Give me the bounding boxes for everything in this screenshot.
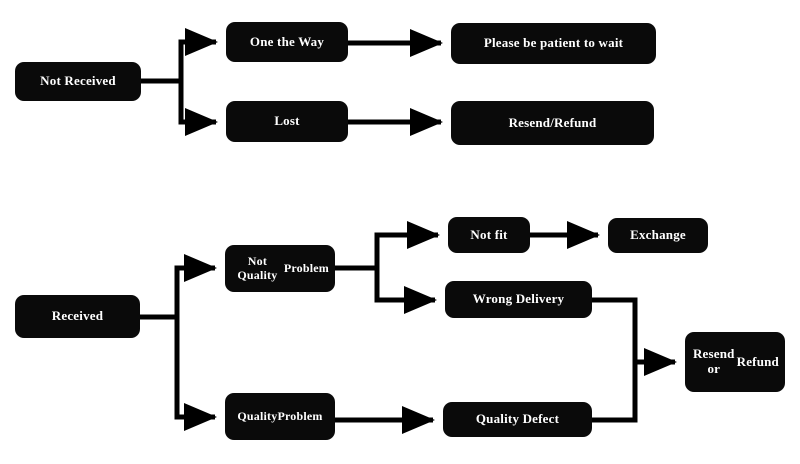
node-not-fit[interactable]: Not fit xyxy=(448,217,530,253)
edge-split-to-quality xyxy=(174,317,218,431)
edge-split-inner-to-wrong-delivery xyxy=(374,268,438,314)
node-label-line: Problem xyxy=(277,408,323,423)
node-label-line: Resend or xyxy=(692,346,735,376)
edge-quality-defect-to-merge xyxy=(592,362,638,423)
node-label-line: Quality xyxy=(237,408,278,423)
edge-split-to-not-quality xyxy=(174,253,218,317)
node-label-line: Exchange xyxy=(630,227,686,243)
node-label-line: Not fit xyxy=(470,226,508,242)
node-label-line: Refund xyxy=(736,353,779,369)
node-one-the-way[interactable]: One the Way xyxy=(226,22,348,62)
node-label-line: Lost xyxy=(274,113,300,129)
edge-split-top-to-lost xyxy=(178,81,219,136)
node-label-line: Please be patient to wait xyxy=(483,35,624,51)
node-wrong-delivery[interactable]: Wrong Delivery xyxy=(445,281,592,318)
node-label-line: Received xyxy=(51,308,104,324)
node-label-line: Not Received xyxy=(40,73,116,89)
edge-wrong-delivery-to-merge xyxy=(592,297,638,362)
node-not-received[interactable]: Not Received xyxy=(15,62,141,101)
edge-split-inner-to-not-fit xyxy=(374,220,441,268)
node-label-line: Not Quality xyxy=(237,253,278,282)
node-not-quality-problem[interactable]: Not Quality Problem xyxy=(225,245,335,292)
node-label-line: Resend/Refund xyxy=(508,114,597,130)
node-received[interactable]: Received xyxy=(15,295,140,338)
node-lost[interactable]: Lost xyxy=(226,101,348,142)
node-exchange[interactable]: Exchange xyxy=(608,218,708,253)
node-please-be-patient-to-wait[interactable]: Please be patient to wait xyxy=(451,23,656,64)
node-quality-defect[interactable]: Quality Defect xyxy=(443,402,592,437)
node-resend-refund[interactable]: Resend/Refund xyxy=(451,101,654,145)
node-label-line: One the Way xyxy=(249,33,325,49)
node-label-line: Wrong Delivery xyxy=(472,291,565,307)
node-label-line: Problem xyxy=(283,260,329,275)
node-label-line: Quality Defect xyxy=(475,411,560,427)
edge-split-top-to-one-the-way xyxy=(178,27,219,81)
